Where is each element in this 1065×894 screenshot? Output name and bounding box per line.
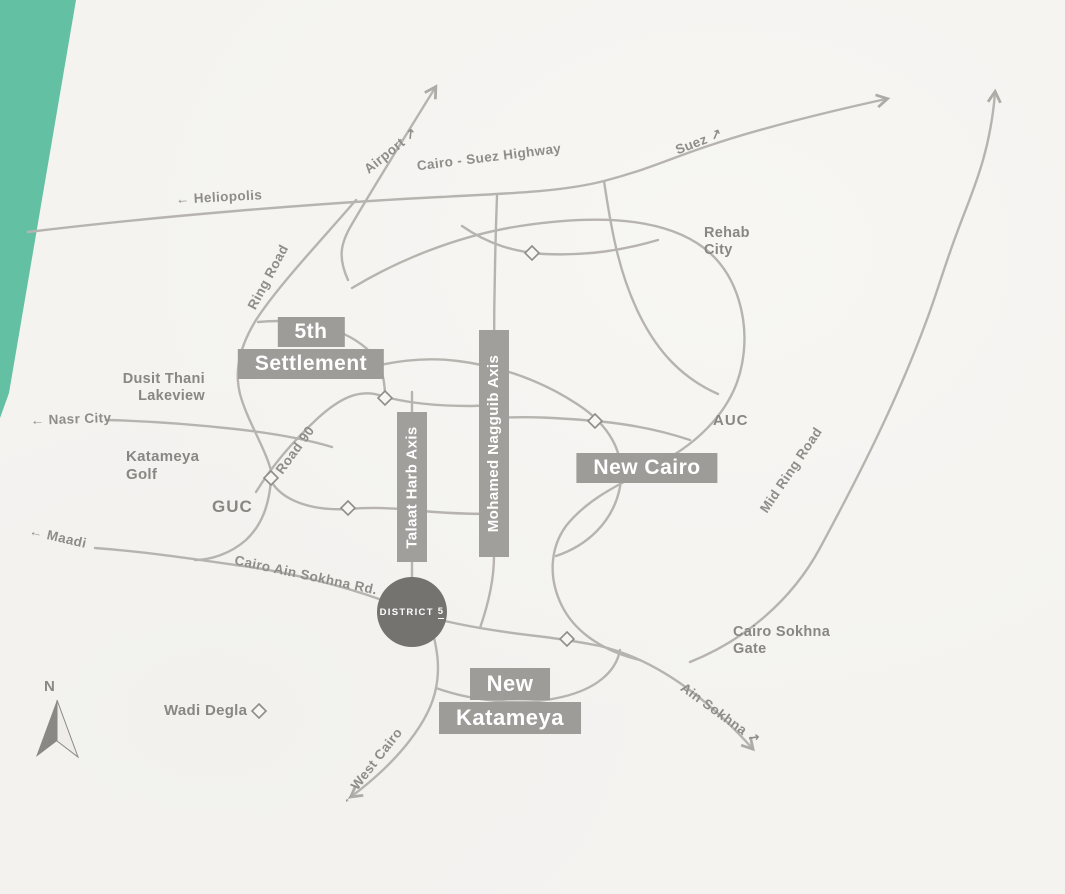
road-mid-ring [688, 88, 1002, 664]
road-rehab-connector [460, 224, 660, 256]
road-label-nasr-city: ← Nasr City [30, 410, 112, 428]
katameya-golf-marker-icon [262, 469, 280, 487]
road-cairo-suez-highway [26, 93, 891, 234]
landmark-wadi-degla: Wadi Degla [164, 702, 248, 719]
compass-north-label: N [44, 678, 56, 695]
auc-marker-icon [586, 412, 604, 430]
landmark-cairo-sokhna-gate: Cairo Sokhna Gate [733, 624, 830, 659]
road-ring [193, 198, 358, 562]
area-box-fifth-settlement: 5th Settlement [237, 317, 385, 379]
mohamed-nagguib-axis-label: Mohamed Nagguib Axis [485, 354, 503, 533]
landmark-dusit-thani: Dusit Thani Lakeview [104, 371, 205, 406]
katameya-golf-line2: Golf [126, 466, 158, 483]
road-east-connector [602, 179, 720, 396]
landmark-auc: AUC [713, 412, 749, 429]
landmark-katameya-golf: Katameya Golf [126, 448, 199, 484]
landmark-guc: GUC [212, 497, 253, 516]
district5-number: 5 [437, 605, 445, 619]
new-katameya-line2: Katameya [439, 702, 581, 734]
new-cairo-label: New Cairo [576, 453, 718, 483]
dusit-thani-marker-icon [376, 389, 394, 407]
road-airport [340, 84, 438, 282]
axis-box-talaat-harb: Talaat Harb Axis [397, 412, 427, 562]
road-guc [269, 479, 494, 516]
rehab-city-line1: Rehab [704, 225, 750, 241]
katameya-golf-line1: Katameya [126, 448, 200, 465]
talaat-harb-axis-label: Talaat Harb Axis [403, 425, 421, 549]
axis-box-mohamed-nagguib: Mohamed Nagguib Axis [479, 330, 509, 557]
fifth-settlement-line1: 5th [277, 317, 345, 347]
landmark-rehab-city: Rehab City [704, 225, 750, 260]
wadi-degla-marker-icon [250, 702, 268, 720]
cairo-sokhna-gate-marker-icon [558, 630, 576, 648]
rehab-city-marker-icon [523, 244, 541, 262]
new-katameya-line1: New [469, 668, 551, 700]
road-loop-inner [358, 358, 623, 558]
dusit-thani-line1: Dusit Thani [122, 371, 205, 387]
area-box-new-katameya: New Katameya [439, 668, 581, 734]
guc-marker-icon [339, 499, 357, 517]
dusit-thani-line2: Lakeview [138, 388, 205, 405]
road-west-cairo [348, 620, 440, 799]
area-box-new-cairo: New Cairo [576, 453, 718, 483]
road-nasr-city [104, 418, 334, 449]
cairo-sokhna-gate-line1: Cairo Sokhna [733, 624, 831, 640]
district5-word: DISTRICT [379, 606, 434, 618]
fifth-settlement-line2: Settlement [237, 349, 385, 379]
compass-needle-icon [36, 699, 80, 759]
cairo-sokhna-gate-line2: Gate [733, 641, 767, 658]
rehab-city-line2: City [704, 242, 733, 259]
road-loop-center [350, 218, 746, 662]
